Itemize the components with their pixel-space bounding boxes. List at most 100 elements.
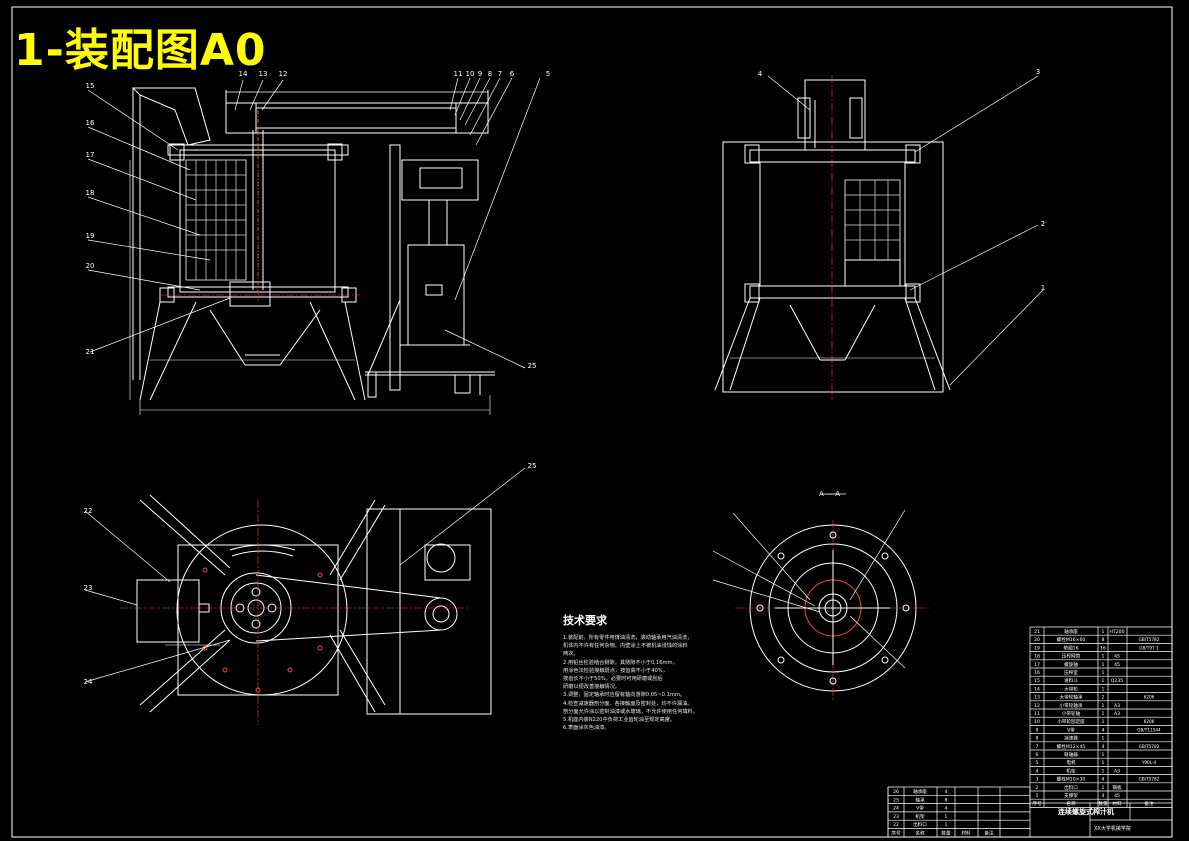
part-number-label: 5 — [546, 70, 550, 78]
bom-cell: 2 — [1102, 695, 1105, 701]
title-block-cell: 24 — [893, 806, 899, 812]
bom-cell: 7 — [1036, 744, 1039, 750]
part-number-label: 11 — [454, 70, 463, 78]
bom-cell: 1 — [1102, 670, 1105, 676]
bom-cell: 小带轮轴 — [1062, 710, 1081, 717]
drawing-title: 1-装配图A0 — [14, 25, 267, 76]
bom-cell: 1 — [1102, 768, 1105, 774]
bom-cell: 电机 — [1066, 759, 1076, 766]
bom-cell: 15 — [1034, 678, 1040, 684]
title-block-cell: 22 — [893, 822, 899, 828]
bom-cell: 9 — [1036, 727, 1039, 733]
part-number-label: 13 — [259, 70, 268, 78]
drawing-border — [11, 6, 1173, 838]
title-block-cell: 出料口 — [913, 821, 927, 828]
title-block-cell: 4 — [945, 789, 948, 795]
tech-requirements: 技术要求 1.装配前，所有零件用煤油清洗，滚动轴承用汽油清洗，机体内不许有任何杂… — [563, 612, 703, 732]
part-number-label: 7 — [498, 70, 502, 78]
part-number-label: 2 — [1041, 220, 1045, 228]
bom-cell: 45 — [1114, 654, 1120, 660]
tech-line: 用涂色法检验接触斑点，按齿高不小于40%， — [563, 667, 668, 674]
bom-cell: GB/T11544 — [1137, 727, 1161, 732]
tech-line: 3.调整，固定轴承时应留有轴向游隙0.05~0.1mm。 — [563, 692, 686, 699]
tech-line: 研磨以便改善接触情况。 — [563, 684, 621, 691]
bom-cell: 4 — [1102, 727, 1105, 733]
tech-line: 4.检查减速器剖分面、各接触面及密封处，均不许漏油。 — [563, 700, 693, 707]
tech-lines: 1.装配前，所有零件用煤油清洗，滚动轴承用汽油清洗，机体内不许有任何杂物。内壁涂… — [563, 634, 703, 732]
part-number-label: 1 — [1041, 284, 1045, 292]
title-block-footer-cell: 序号 — [891, 830, 901, 837]
bom-cell: 1 — [1102, 686, 1105, 692]
bom-cell: 垫圈16 — [1063, 644, 1078, 651]
bom-header-cell: 数量 — [1098, 800, 1108, 807]
bom-cell: 1 — [1102, 662, 1105, 668]
bom-cell: 1 — [1102, 703, 1105, 709]
tech-line: 5.机座内装N220中负荷工业齿轮油至规定高度。 — [563, 717, 676, 724]
bom-cell: 1 — [1102, 678, 1105, 684]
part-number-label: 18 — [86, 189, 95, 197]
bom-cell: 螺栓M12×45 — [1057, 743, 1086, 750]
bom-cell: 4 — [1102, 777, 1105, 783]
bom-cell: 2 — [1036, 785, 1039, 791]
bom-header-cell: 名称 — [1066, 800, 1076, 807]
bom-cell: 1 — [1102, 736, 1105, 742]
part-number-label: 3 — [1036, 68, 1040, 76]
bom-cell: 6206 — [1144, 695, 1155, 700]
bom-cell: 16 — [1034, 670, 1040, 676]
title-block-footer-cell: 材料 — [961, 830, 971, 837]
bom-cell: 1 — [1102, 760, 1105, 766]
part-number-label: 9 — [478, 70, 482, 78]
bom-cell: V带 — [1067, 727, 1075, 733]
bom-cell: 钢板 — [1112, 784, 1122, 791]
part-number-label: 19 — [86, 232, 95, 240]
tech-line: 按齿长不小于50%，必要时可用研磨或刮后 — [563, 676, 663, 683]
front-leaders — [87, 77, 541, 369]
top-view — [120, 494, 492, 725]
bom-cell: 11 — [1034, 711, 1040, 717]
bom-cell: 压榨网筒 — [1062, 653, 1081, 660]
title-block-footer-cell: 备注 — [984, 830, 994, 837]
part-number-label: 23 — [84, 584, 93, 592]
title-block-footer-cell: 名称 — [915, 830, 925, 837]
bom-cell: 45 — [1114, 793, 1120, 799]
bom-cell: 减速器 — [1064, 735, 1078, 742]
part-number-label: 21 — [86, 348, 95, 356]
title-block-title: 连续螺旋式榨汁机 — [1058, 808, 1114, 816]
bom-cell: 1 — [1102, 711, 1105, 717]
bom-cell: 6 — [1036, 752, 1039, 758]
title-block-cell: 轴承座 — [913, 788, 927, 795]
bom-cell: Q235 — [1111, 678, 1123, 684]
bom-cell: 45 — [1114, 662, 1120, 668]
bom-cell: 4 — [1102, 793, 1105, 799]
bom-cell: 8 — [1036, 736, 1039, 742]
bom-cell: 14 — [1034, 686, 1040, 692]
bom-cell: 21 — [1034, 629, 1040, 635]
bom-cell: 大带轮 — [1064, 685, 1078, 692]
bom-cell: 轴承座 — [1064, 628, 1078, 635]
bom-cell: 支撑架 — [1064, 792, 1078, 799]
title-block-cell: 1 — [945, 814, 948, 820]
bom-header-cell: 备注 — [1144, 800, 1154, 807]
bom-cell: HT200 — [1109, 629, 1124, 635]
part-number-label: 24 — [84, 678, 93, 686]
bom-cell: 16 — [1100, 645, 1106, 651]
bom-cell: A3 — [1114, 703, 1120, 709]
bom-cell: A3 — [1114, 711, 1120, 717]
bom-cell: 5 — [1036, 760, 1039, 766]
tech-heading: 技术要求 — [563, 614, 607, 627]
bom-cell: GB/T5782 — [1139, 744, 1160, 749]
bom-cell: 小带轮轴承 — [1060, 702, 1083, 709]
bom-cell: 18 — [1034, 654, 1040, 660]
part-number-label: 6 — [510, 70, 515, 78]
part-number-label: 10 — [466, 70, 475, 78]
bom-cell: 17 — [1034, 662, 1040, 668]
title-block-cell: 25 — [893, 797, 899, 803]
title-block-school: XX大学机械学院 — [1094, 826, 1131, 832]
tech-line: 6.表面涂灰色油漆。 — [563, 725, 610, 732]
section-leaders — [712, 509, 906, 669]
title-block-cell: 1 — [945, 822, 948, 828]
bom-cell: 4 — [1102, 744, 1105, 750]
